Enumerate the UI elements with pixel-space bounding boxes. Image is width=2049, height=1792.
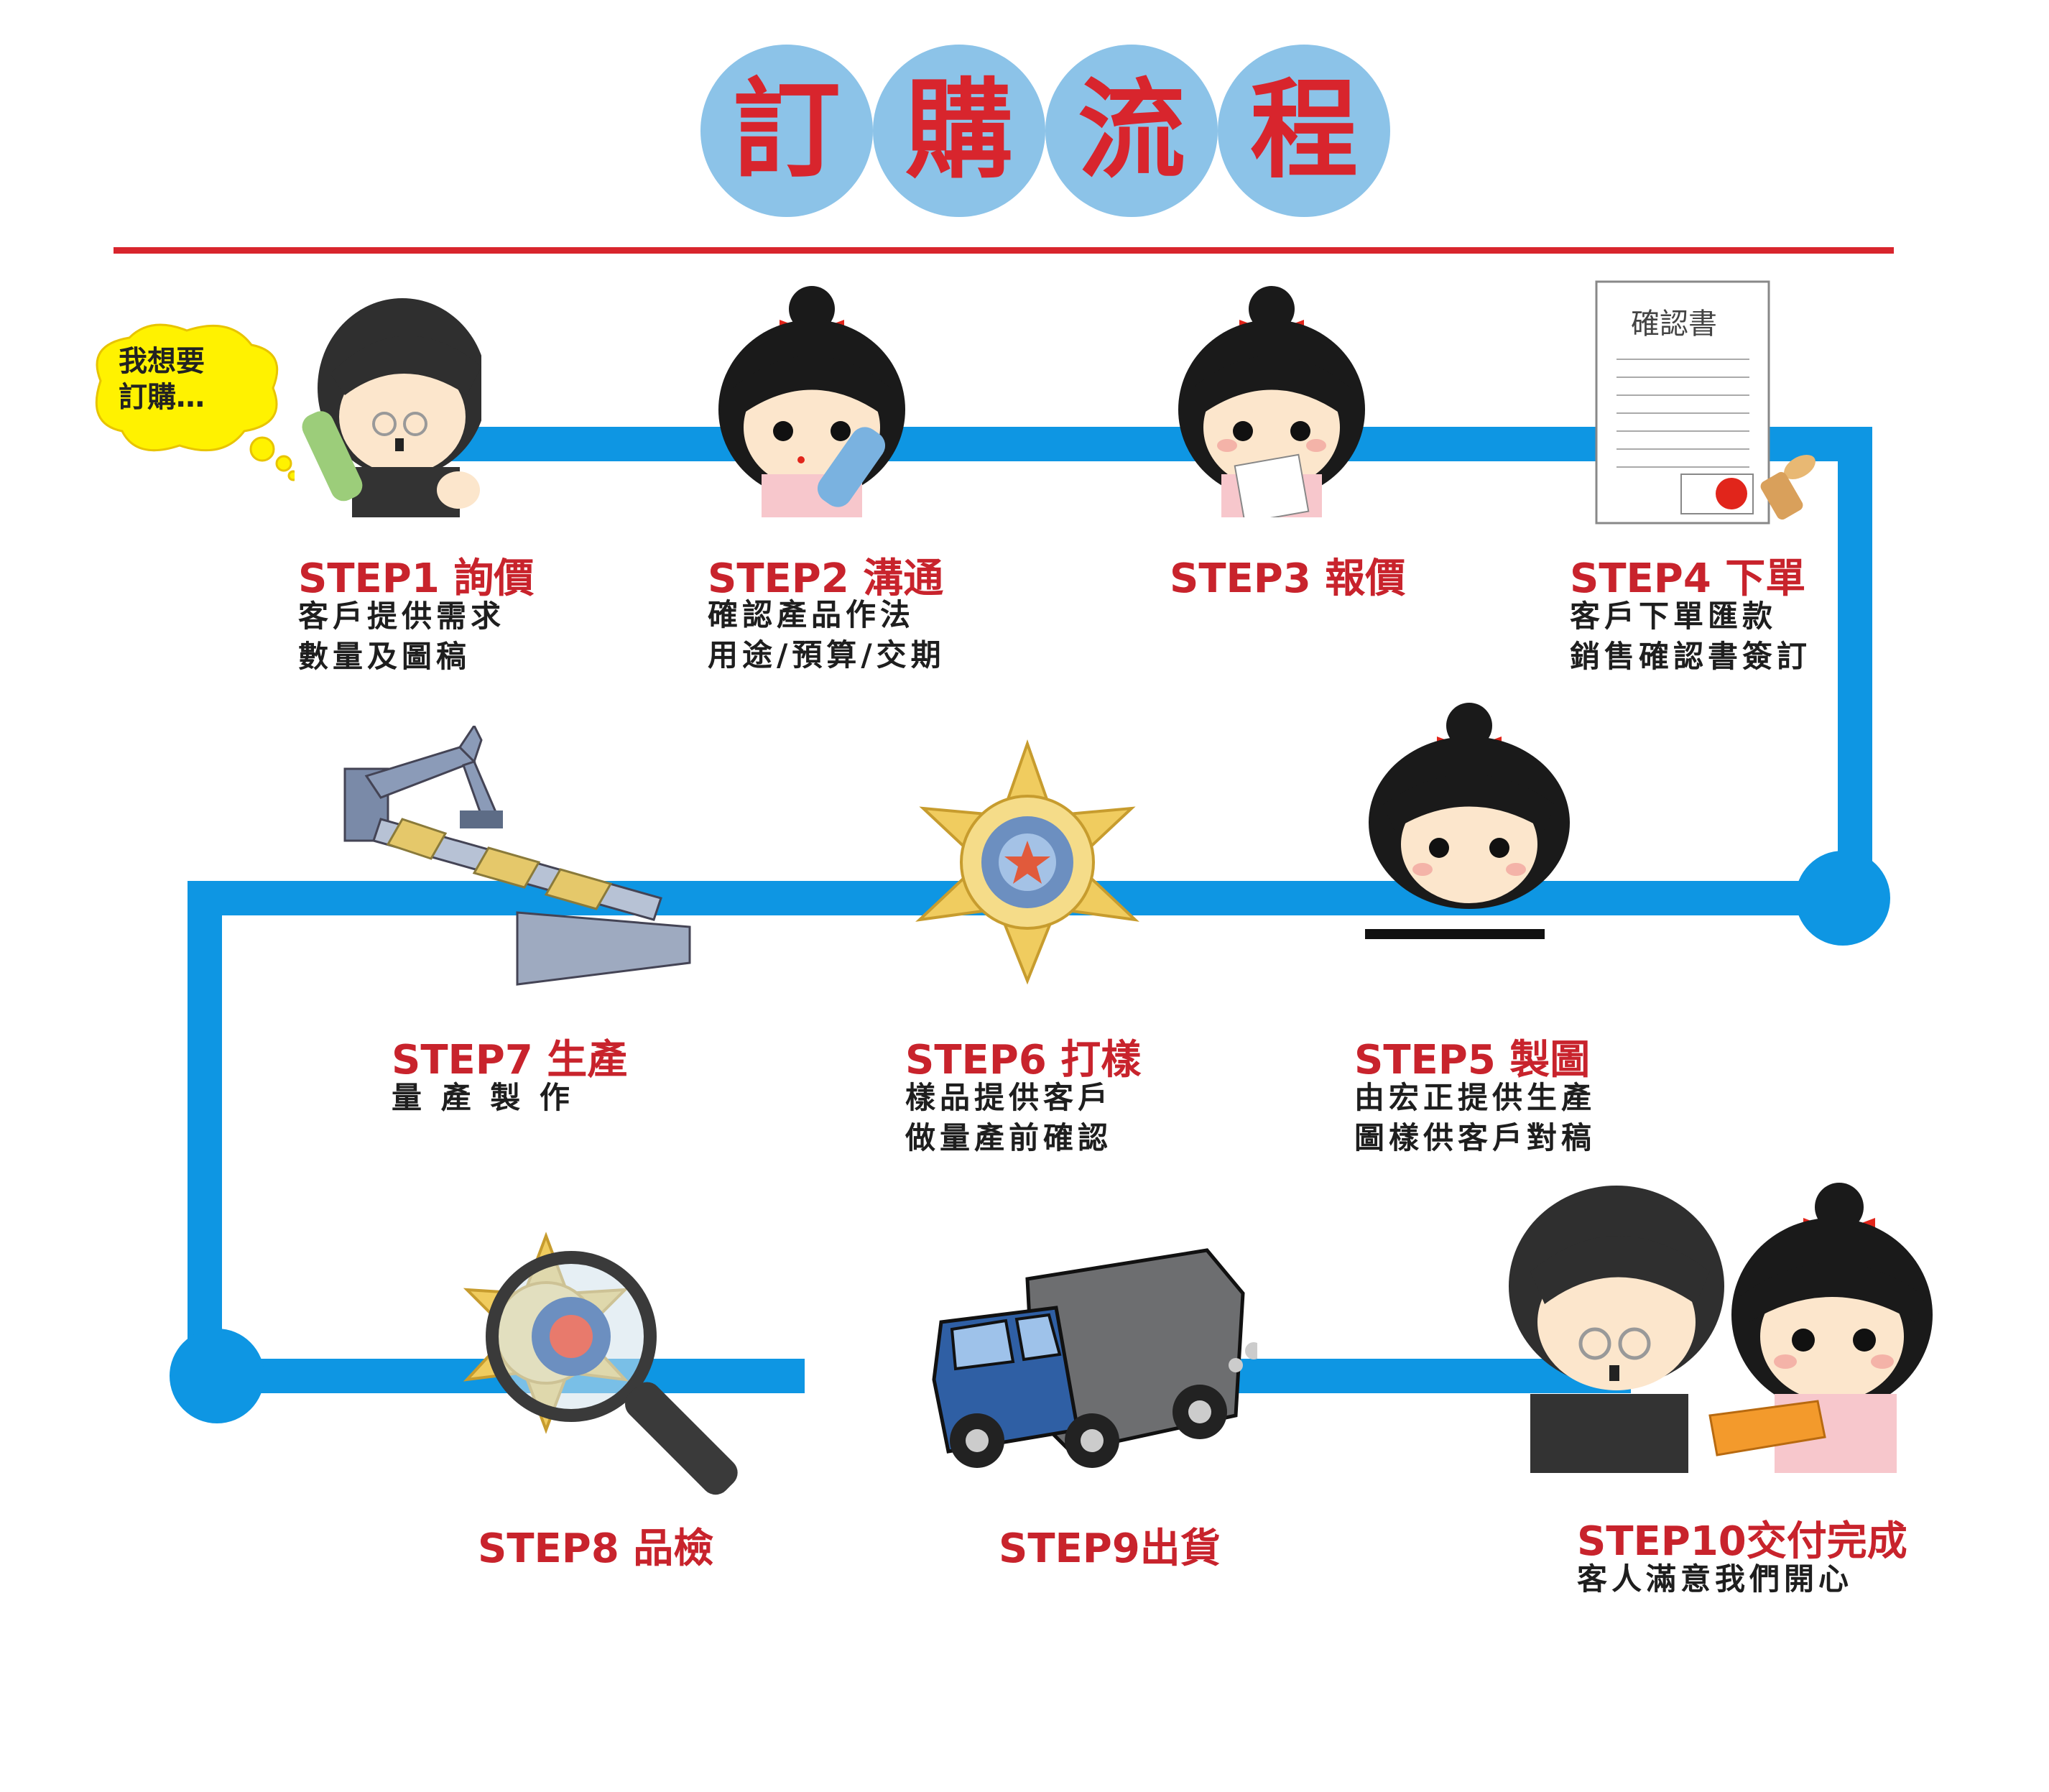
- girl-quote-icon: [1171, 280, 1372, 517]
- step2-desc-line-2: 用途/預算/交期: [708, 635, 945, 675]
- step6-illustration: [898, 733, 1157, 992]
- step1-desc-line-2: 數量及圖稿: [298, 637, 505, 677]
- step3-illustration: [1171, 280, 1372, 517]
- speech-line-2: 訂購…: [119, 379, 205, 415]
- step5-desc-line-2: 圖樣供客戶對稿: [1354, 1118, 1596, 1158]
- step1-title: STEP1 詢價: [298, 546, 534, 604]
- step9-title: STEP9出貨: [999, 1516, 1221, 1574]
- step6-desc-line-2: 做量產前確認: [905, 1118, 1112, 1158]
- girl-phone-icon: [711, 280, 912, 517]
- magnifier-badge-icon: [431, 1229, 762, 1502]
- delivery-couple-icon: [1502, 1178, 1933, 1473]
- businessman-phone-icon: [302, 287, 481, 517]
- step9-illustration: [927, 1236, 1257, 1480]
- step7-title: STEP7 生產: [392, 1027, 627, 1086]
- flow-node-right: [1795, 851, 1890, 946]
- speech-bubble-text: 我想要 訂購…: [119, 343, 205, 415]
- step8-illustration: [431, 1229, 762, 1502]
- step10-illustration: [1502, 1178, 1933, 1473]
- step7-illustration: [330, 726, 704, 999]
- truck-icon: [927, 1236, 1257, 1480]
- step1-desc-line-1: 客戶提供需求: [298, 596, 505, 637]
- step4-desc-line-2: 銷售確認書簽訂: [1570, 637, 1811, 677]
- step4-illustration: 確認書: [1595, 280, 1825, 525]
- step5-desc: 由宏正提供生產 圖樣供客戶對稿: [1354, 1078, 1596, 1158]
- step10-desc: 客人滿意我們開心: [1577, 1559, 1853, 1599]
- speech-line-1: 我想要: [119, 343, 205, 379]
- step4-desc: 客戶下單匯款 銷售確認書簽訂: [1570, 596, 1811, 677]
- step3-title: STEP3 報價: [1170, 546, 1405, 604]
- step2-desc: 確認產品作法 用途/預算/交期: [708, 595, 945, 675]
- step2-illustration: [711, 280, 912, 517]
- step8-title: STEP8 品檢: [478, 1516, 713, 1574]
- step1-illustration: [302, 287, 481, 517]
- step5-title: STEP5 製圖: [1354, 1027, 1590, 1086]
- step6-desc: 樣品提供客戶 做量產前確認: [905, 1078, 1112, 1158]
- certificate-heading: 確認書: [1631, 300, 1717, 342]
- step5-illustration: [1358, 701, 1581, 945]
- girl-drawing-icon: [1358, 701, 1581, 945]
- flow-node-left: [170, 1329, 264, 1423]
- step4-desc-line-1: 客戶下單匯款: [1570, 596, 1811, 637]
- step10-desc-line-1: 客人滿意我們開心: [1577, 1559, 1853, 1599]
- production-line-icon: [330, 726, 704, 999]
- step6-title: STEP6 打樣: [905, 1027, 1141, 1086]
- step7-desc: 量 產 製 作: [392, 1078, 574, 1118]
- step10-title: STEP10交付完成: [1577, 1509, 1907, 1567]
- step1-desc: 客戶提供需求 數量及圖稿: [298, 596, 505, 677]
- step2-desc-line-1: 確認產品作法: [708, 595, 945, 635]
- step5-desc-line-1: 由宏正提供生產: [1354, 1078, 1596, 1118]
- step4-title: STEP4 下單: [1570, 546, 1805, 604]
- badge-sample-icon: [898, 733, 1157, 992]
- step7-desc-line-1: 量 產 製 作: [392, 1078, 574, 1118]
- speech-bubble: 我想要 訂購…: [79, 316, 295, 481]
- step6-desc-line-1: 樣品提供客戶: [905, 1078, 1112, 1118]
